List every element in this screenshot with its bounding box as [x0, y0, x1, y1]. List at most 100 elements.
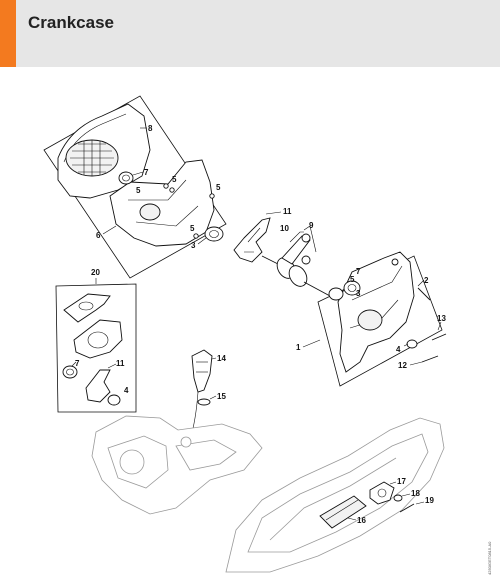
part-screw-19[interactable] [399, 503, 415, 513]
group-crankshaft: 11 10 9 [233, 207, 331, 297]
callout-7-set[interactable]: 7 [75, 359, 80, 368]
leader-9 [303, 225, 317, 253]
callout-5-d[interactable]: 5 [190, 224, 195, 233]
leader-11 [265, 211, 282, 215]
part-gasket-cylinder[interactable] [73, 319, 123, 359]
callout-7[interactable]: 7 [144, 168, 149, 177]
group-gasket-set: 20 7 11 4 [55, 268, 137, 413]
part-screw-12[interactable] [421, 355, 439, 363]
part-ball-bearing-right[interactable] [343, 280, 361, 296]
callout-17[interactable]: 17 [397, 477, 406, 486]
callout-18[interactable]: 18 [411, 489, 420, 498]
leader-4 [403, 343, 409, 347]
group-clamp: 16 17 18 19 [319, 477, 434, 529]
leader-17 [389, 481, 397, 485]
callout-10[interactable]: 10 [280, 224, 289, 233]
part-clamp[interactable] [369, 481, 395, 505]
callout-11-set[interactable]: 11 [116, 359, 125, 368]
part-oil-seal-right[interactable] [328, 287, 344, 301]
rod-small-end [301, 233, 311, 243]
ghost-housing-bore [119, 449, 145, 475]
leader-13 [437, 321, 442, 331]
part-gasket[interactable] [233, 217, 271, 263]
part-screw-13[interactable] [431, 333, 447, 341]
leader-10 [289, 231, 304, 243]
part-oil-pump[interactable] [191, 349, 213, 393]
leader-18 [401, 493, 411, 497]
crankcase-half-rib [128, 179, 187, 201]
part-oil-seal-set[interactable] [62, 365, 78, 379]
callout-19[interactable]: 19 [425, 496, 434, 505]
callout-5-b[interactable]: 5 [172, 175, 177, 184]
leader-11-set [107, 363, 117, 369]
callout-9[interactable]: 9 [309, 221, 314, 230]
ghost-housing-boss [180, 436, 192, 448]
crankshaft-shaft [303, 281, 331, 297]
leader-15 [209, 395, 217, 400]
crankcase-half-rib [135, 205, 199, 227]
leader-2 [417, 279, 425, 287]
connecting-rod [281, 235, 311, 265]
part-oil-pickup[interactable] [197, 398, 211, 406]
leader-19 [415, 501, 425, 505]
callout-3[interactable]: 3 [191, 241, 196, 250]
part-gasket-muffler[interactable] [63, 293, 111, 323]
callout-11[interactable]: 11 [283, 207, 292, 216]
callout-20[interactable]: 20 [91, 268, 100, 277]
part-chain-guide-sleeve[interactable] [319, 495, 367, 529]
callout-3-right[interactable]: 3 [356, 289, 361, 298]
callout-7-right[interactable]: 7 [356, 267, 361, 276]
part-sleeve-right[interactable] [406, 339, 418, 349]
mount-boss [391, 258, 399, 266]
callout-1[interactable]: 1 [296, 343, 301, 352]
group-crankcase: 7 5 3 2 13 4 1 12 [296, 251, 447, 387]
gasket-bore [87, 331, 109, 349]
frame-gasket-set [55, 283, 137, 413]
callout-5-c[interactable]: 5 [216, 183, 221, 192]
sleeve-detail [325, 499, 359, 521]
ghost-housing-rib [175, 439, 237, 471]
part-ball-bearing[interactable] [204, 226, 224, 242]
oil-seal-inner [122, 174, 130, 182]
part-nut[interactable] [393, 494, 403, 502]
part-sleeve[interactable] [163, 183, 169, 189]
callout-5-a[interactable]: 5 [136, 186, 141, 195]
ghost-clutch-cover [225, 417, 445, 573]
part-crankcase-half[interactable] [109, 159, 215, 247]
callout-4-set[interactable]: 4 [124, 386, 129, 395]
leader-12 [409, 361, 423, 366]
crankcase-bore-right [357, 309, 383, 331]
part-sleeve[interactable] [209, 193, 215, 199]
group-oil-pickup: 14 15 [189, 349, 226, 441]
callout-2[interactable]: 2 [424, 276, 429, 285]
clamp-hole [377, 488, 387, 498]
part-gasket-crankcase-set[interactable] [85, 369, 111, 403]
callout-13[interactable]: 13 [437, 314, 446, 323]
part-oil-seal[interactable] [118, 171, 134, 185]
part-sleeve-set[interactable] [107, 394, 121, 406]
part-screw-2[interactable] [417, 287, 431, 301]
callout-4[interactable]: 4 [396, 345, 401, 354]
leader-3 [197, 237, 207, 245]
part-crankshaft[interactable] [261, 233, 331, 297]
leader-7-set [71, 361, 77, 367]
callout-14[interactable]: 14 [217, 354, 226, 363]
fan-grille [65, 139, 119, 177]
callout-15[interactable]: 15 [217, 392, 226, 401]
leader-6 [102, 225, 117, 235]
part-sleeve[interactable] [193, 233, 199, 239]
callout-5-right[interactable]: 5 [350, 275, 355, 284]
drawing-code: 4250/GET0815-A0 [487, 541, 492, 575]
callout-16[interactable]: 16 [357, 516, 366, 525]
callout-12[interactable]: 12 [398, 361, 407, 370]
group-fan-housing: 8 7 5 5 5 5 6 3 [43, 95, 227, 279]
callout-6[interactable]: 6 [96, 231, 101, 240]
callout-8[interactable]: 8 [148, 124, 153, 133]
leader-14 [211, 357, 217, 360]
ghost-cover-ridge [269, 457, 397, 541]
crankcase-rib [351, 265, 403, 301]
crank-web [288, 265, 308, 287]
part-sleeve[interactable] [169, 187, 175, 193]
leader-1 [302, 339, 321, 348]
